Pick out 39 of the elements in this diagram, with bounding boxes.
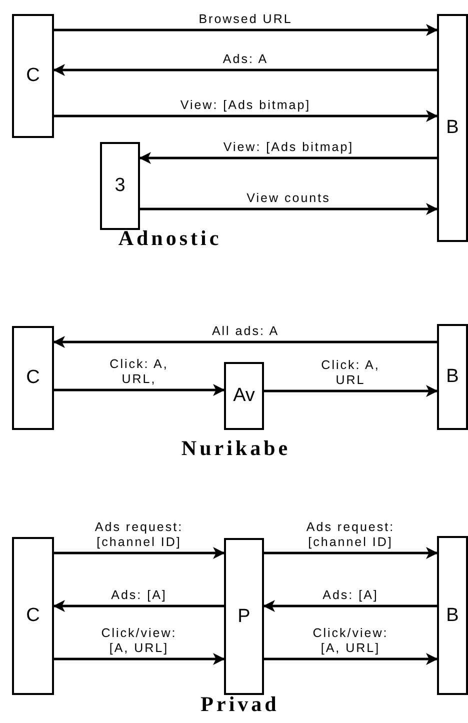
arrow: [53, 64, 437, 76]
arrow: [263, 600, 437, 612]
panel-title: Nurikabe: [181, 436, 291, 461]
entity-box: B: [437, 14, 468, 242]
entity-box: C: [12, 537, 54, 695]
entity-box: C: [12, 326, 54, 430]
arrow: [139, 152, 437, 164]
arrow: [264, 385, 438, 397]
edge-label: Ads: A: [222, 52, 270, 67]
edge-label: Ads request: [channel ID]: [94, 520, 184, 550]
arrow: [140, 203, 438, 215]
entity-box: 3: [100, 142, 140, 230]
arrow: [264, 653, 438, 665]
arrow: [54, 653, 225, 665]
edge-label: Click/view: [A, URL]: [312, 626, 390, 656]
arrow: [53, 336, 437, 348]
entity-box: B: [437, 536, 468, 695]
entity-box: B: [437, 324, 468, 430]
edge-label: View: [Ads bitmap]: [222, 140, 355, 155]
edge-label: All ads: A: [210, 324, 280, 339]
arrow: [54, 547, 225, 559]
edge-label: Click: A, URL,: [108, 357, 170, 387]
edge-label: Click/view: [A, URL]: [100, 626, 178, 656]
entity-box: P: [224, 538, 264, 695]
edge-label: Click: A, URL: [320, 358, 381, 388]
arrow: [54, 384, 225, 396]
entity-box: C: [12, 14, 54, 138]
edge-label: Ads: [A]: [322, 588, 380, 603]
arrow: [54, 24, 438, 36]
arrow: [54, 110, 438, 122]
panel-title: Privad: [200, 692, 280, 717]
edge-label: Browsed URL: [198, 12, 294, 27]
edge-label: Ads: [A]: [110, 588, 168, 603]
arrow: [53, 600, 224, 612]
edge-label: View counts: [246, 191, 332, 206]
arrow: [264, 547, 438, 559]
edge-label: View: [Ads bitmap]: [179, 98, 312, 113]
edge-label: Ads request: [channel ID]: [305, 520, 396, 550]
entity-box: Av: [224, 362, 264, 430]
